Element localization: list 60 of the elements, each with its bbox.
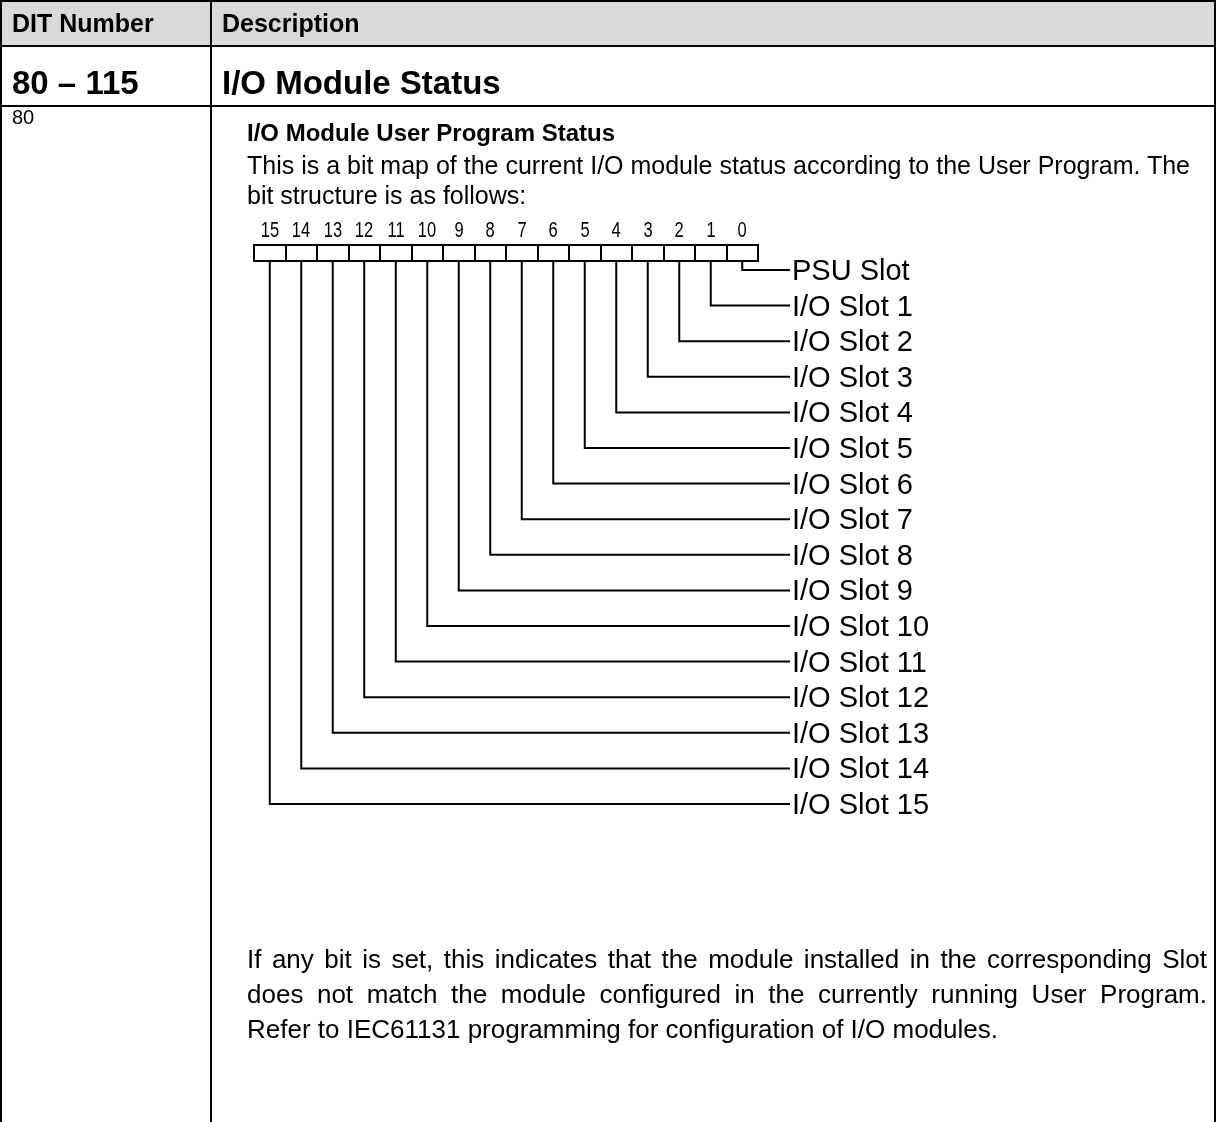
- bit-cell: [505, 244, 539, 262]
- column-header: DIT Number: [12, 8, 154, 38]
- dit-number: 80: [12, 106, 35, 128]
- bit-number: 15: [260, 218, 279, 242]
- bit-number: 7: [517, 218, 527, 242]
- section-title: I/O Module Status: [222, 64, 501, 102]
- leader-line: [489, 261, 791, 556]
- slot-label: PSU Slot: [790, 255, 910, 285]
- note-paragraph: If any bit is set, this indicates that the module installed in the corresponding Slot does not match the module configured in the currently running User Program. Refer to IEC61131 programming for configuration of I/O modules.: [247, 943, 1207, 1046]
- item-heading: I/O Module User Program Status: [247, 118, 616, 148]
- leader-line: [552, 261, 791, 485]
- bit-number: 3: [643, 218, 653, 242]
- bit-number: 10: [418, 218, 437, 242]
- slot-label: I/O Slot 12: [790, 682, 929, 713]
- bit-number: 11: [387, 218, 405, 242]
- leader-line: [426, 261, 791, 627]
- bit-cell: [253, 244, 287, 262]
- slot-label: I/O Slot 2: [790, 326, 913, 357]
- slot-label: I/O Slot 11: [790, 646, 927, 677]
- leader-line: [678, 261, 791, 343]
- bit-number: 9: [454, 218, 464, 242]
- slot-label: I/O Slot 5: [790, 433, 913, 463]
- leader-line: [520, 261, 791, 521]
- slot-label: I/O Slot 1: [790, 290, 913, 321]
- dit-range: 80 – 115: [12, 64, 139, 102]
- bit-cell: [568, 244, 602, 262]
- leader-line: [741, 261, 791, 271]
- slot-label: I/O Slot 6: [790, 468, 913, 499]
- slot-label: I/O Slot 3: [790, 361, 913, 392]
- leader-line: [615, 261, 791, 414]
- slot-label: I/O Slot 13: [790, 717, 929, 748]
- slot-label: I/O Slot 4: [790, 397, 913, 428]
- slot-label: I/O Slot 15: [790, 789, 929, 819]
- description-paragraph: This is a bit map of the current I/O module status according to the User Program. The bit structure is as follows:: [247, 150, 1192, 210]
- bit-number: 12: [355, 218, 374, 242]
- slot-label: I/O Slot 10: [790, 611, 929, 641]
- slot-label: I/O Slot 9: [790, 575, 913, 606]
- bit-number: 8: [485, 218, 495, 242]
- bit-cell: [694, 244, 728, 262]
- slot-label: I/O Slot 14: [790, 753, 929, 784]
- bit-cell: [725, 244, 759, 262]
- leader-line: [583, 261, 791, 449]
- slot-label: I/O Slot 8: [790, 539, 913, 570]
- leader-line: [457, 261, 791, 592]
- bit-number: 4: [611, 218, 621, 242]
- bit-cell: [631, 244, 665, 262]
- bit-number: 2: [674, 218, 684, 242]
- bit-cell: [379, 244, 413, 262]
- bit-cell: [442, 244, 476, 262]
- slot-label: I/O Slot 7: [790, 504, 913, 535]
- bit-number: 5: [580, 218, 590, 242]
- bit-number: 13: [323, 218, 342, 242]
- column-header: Description: [222, 8, 360, 38]
- bit-number: 0: [737, 218, 747, 242]
- bit-number: 1: [706, 218, 716, 242]
- leader-line: [646, 261, 791, 378]
- bit-number: 14: [292, 218, 311, 242]
- bit-cell: [316, 244, 350, 262]
- leader-line: [709, 261, 791, 307]
- bit-number: 6: [548, 218, 558, 242]
